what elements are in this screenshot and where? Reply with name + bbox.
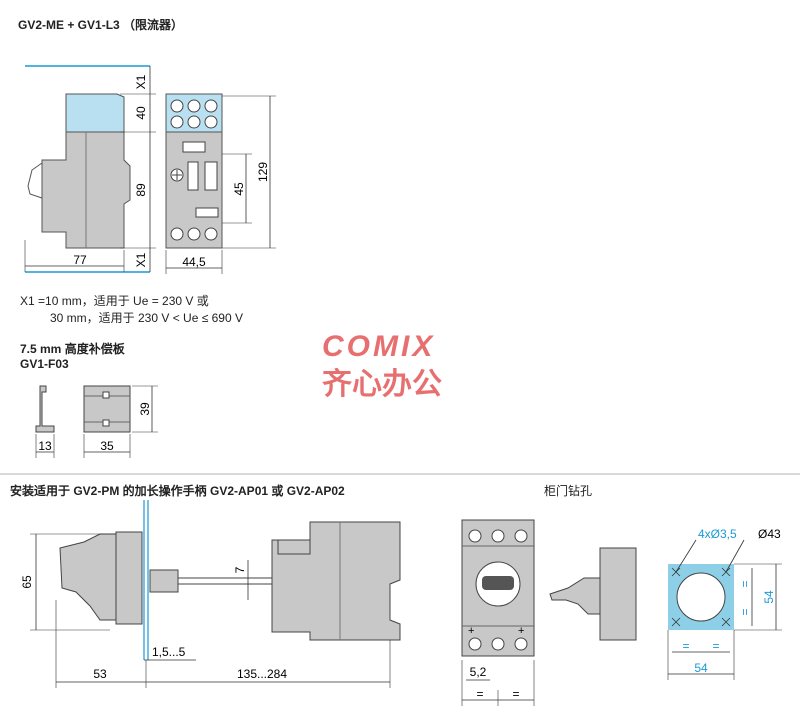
dim-7: 7 — [233, 566, 247, 573]
dim-89: 89 — [134, 183, 148, 197]
note-x1-line2: 30 mm，适用于 230 V < Ue ≤ 690 V — [50, 311, 243, 325]
section2-title: 安装适用于 GV2-PM 的加长操作手柄 GV2-AP01 或 GV2-AP02 — [10, 482, 345, 499]
dim-39: 39 — [138, 402, 152, 416]
dim-40: 40 — [134, 106, 148, 120]
dim-x1-bottom: X1 — [134, 252, 148, 267]
svg-text:+: + — [468, 625, 474, 637]
dim-13: 13 — [38, 439, 52, 453]
eq-left-a: = — [738, 580, 752, 587]
eq-1: = — [476, 687, 483, 701]
section3-title: 柜门钻孔 — [544, 484, 593, 498]
dim-54-h: 54 — [694, 661, 708, 675]
dim-x1-top: X1 — [134, 74, 148, 89]
eq-2: = — [512, 687, 519, 701]
dim-53: 53 — [93, 667, 107, 681]
logo-brand: COMIX — [322, 330, 435, 363]
plate-title: 7.5 mm 高度补偿板 — [20, 342, 125, 356]
dim-5-2: 5,2 — [470, 665, 487, 679]
dim-135: 135...284 — [237, 667, 287, 681]
drill-dia-label: Ø43 — [758, 527, 781, 541]
plate-code: GV1-F03 — [20, 357, 69, 371]
dim-45: 45 — [232, 182, 246, 196]
dim-44-5: 44,5 — [182, 255, 206, 269]
drill-hole — [676, 572, 726, 622]
note-x1: X1 =10 mm，适用于 Ue = 230 V 或 30 mm，适用于 230… — [20, 293, 243, 327]
handle-knob — [59, 533, 117, 621]
dim-77: 77 — [73, 253, 87, 267]
side-cover — [65, 93, 125, 133]
title-top: GV2-ME + GV1-L3 （限流器） — [18, 18, 184, 32]
dim-54-v: 54 — [762, 590, 776, 604]
dim-35: 35 — [100, 439, 114, 453]
eq-left-b: = — [738, 608, 752, 615]
plate-side — [35, 385, 55, 433]
dim-65: 65 — [20, 575, 34, 589]
section2-title-text: 安装适用于 GV2-PM 的加长操作手柄 GV2-AP01 或 GV2-AP02 — [10, 484, 345, 498]
drill-holes-label: 4xØ3,5 — [698, 527, 737, 541]
dim-1-5: 1,5...5 — [152, 645, 186, 659]
dim-129: 129 — [256, 162, 270, 182]
door-handle — [549, 577, 601, 615]
side-knob — [27, 162, 43, 199]
eq-top: = — [682, 639, 689, 653]
eq-bottom: = — [712, 639, 719, 653]
note-x1-line1: X1 =10 mm，适用于 Ue = 230 V 或 — [20, 294, 209, 308]
logo-chinese: 齐心办公 — [322, 368, 442, 401]
svg-text:+: + — [518, 625, 524, 637]
